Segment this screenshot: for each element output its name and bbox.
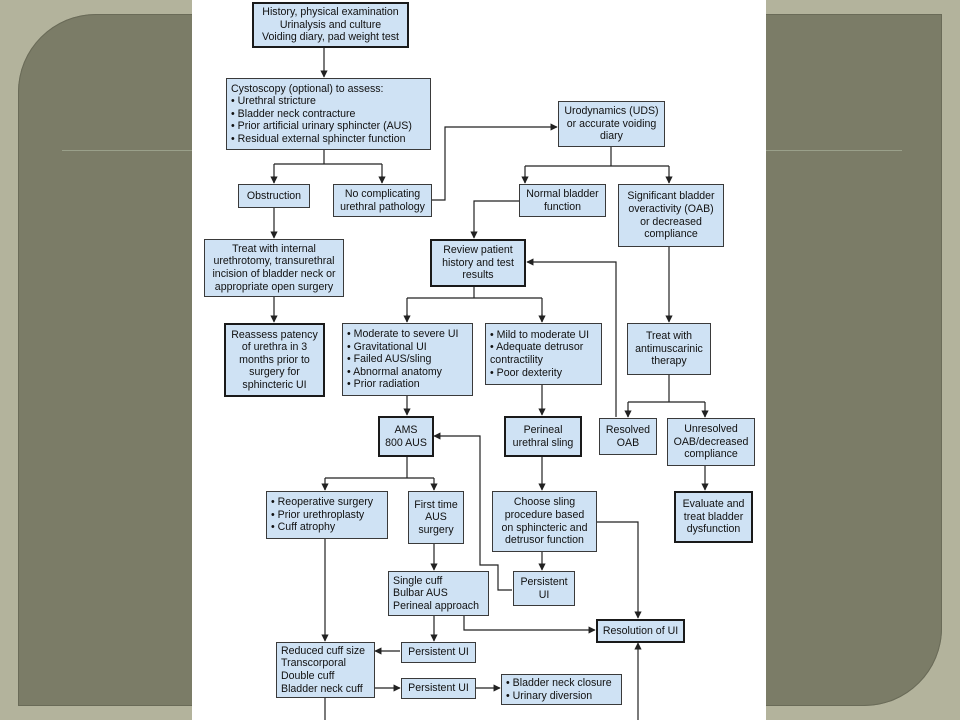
node-history-exam: History, physical examination Urinalysis…	[252, 2, 409, 48]
node-resolution-ui: Resolution of UI	[596, 619, 685, 643]
node-reoperative: • Reoperative surgery • Prior urethropla…	[266, 491, 388, 539]
edge-single-resolution	[463, 616, 596, 634]
edge-persistent-ams	[433, 432, 512, 591]
node-moderate-severe: • Moderate to severe UI • Gravitational …	[342, 323, 473, 396]
node-review-patient: Review patient history and test results	[430, 239, 526, 287]
node-normal-bladder: Normal bladder function	[519, 184, 606, 217]
node-urodynamics: Urodynamics (UDS) or accurate voiding di…	[558, 101, 665, 147]
edge-uds-split	[524, 147, 670, 183]
node-persistent-ui-2: Persistent UI	[401, 678, 476, 699]
node-reduced-cuff: Reduced cuff size Transcorporal Double c…	[276, 642, 375, 698]
node-treat-internal: Treat with internal urethrotomy, transur…	[204, 239, 344, 297]
flowchart-connectors	[270, 48, 709, 720]
node-persistent-ui-1: Persistent UI	[401, 642, 476, 663]
node-unresolved-oab: Unresolved OAB/decreased compliance	[667, 418, 755, 466]
edge-resolved-review	[526, 258, 617, 417]
edge-normal-review	[470, 200, 519, 239]
node-bladder-neck-closure: • Bladder neck closure • Urinary diversi…	[501, 674, 622, 705]
flowchart-figure: History, physical examination Urinalysis…	[192, 0, 766, 720]
node-choose-sling: Choose sling procedure based on sphincte…	[492, 491, 597, 552]
node-no-complicating: No complicating urethral pathology	[333, 184, 432, 217]
edge-review-split	[406, 287, 543, 322]
node-perineal-sling: Perineal urethral sling	[504, 416, 582, 457]
edge-cystoscopy-split	[273, 150, 383, 183]
node-cystoscopy: Cystoscopy (optional) to assess: • Ureth…	[226, 78, 431, 150]
node-mild-moderate: • Mild to moderate UI • Adequate detruso…	[485, 323, 602, 385]
node-first-time-aus: First time AUS surgery	[408, 491, 464, 544]
node-treat-antimuscarinic: Treat with antimuscarinic therapy	[627, 323, 711, 375]
edge-choose-resolution	[597, 521, 642, 619]
node-significant-overactivity: Significant bladder overactivity (OAB) o…	[618, 184, 724, 247]
node-obstruction: Obstruction	[238, 184, 310, 208]
node-resolved-oab: Resolved OAB	[599, 418, 657, 455]
node-evaluate-treat: Evaluate and treat bladder dysfunction	[674, 491, 753, 543]
node-persistent-ui-sling: Persistent UI	[513, 571, 575, 606]
edge-antimuscarinic-split	[627, 375, 706, 417]
edge-no-complicating-uds	[432, 123, 558, 201]
node-ams-800: AMS 800 AUS	[378, 416, 434, 457]
node-single-cuff: Single cuff Bulbar AUS Perineal approach	[388, 571, 489, 616]
node-reassess-patency: Reassess patency of urethra in 3 months …	[224, 323, 325, 397]
edge-ams-split	[324, 457, 435, 490]
